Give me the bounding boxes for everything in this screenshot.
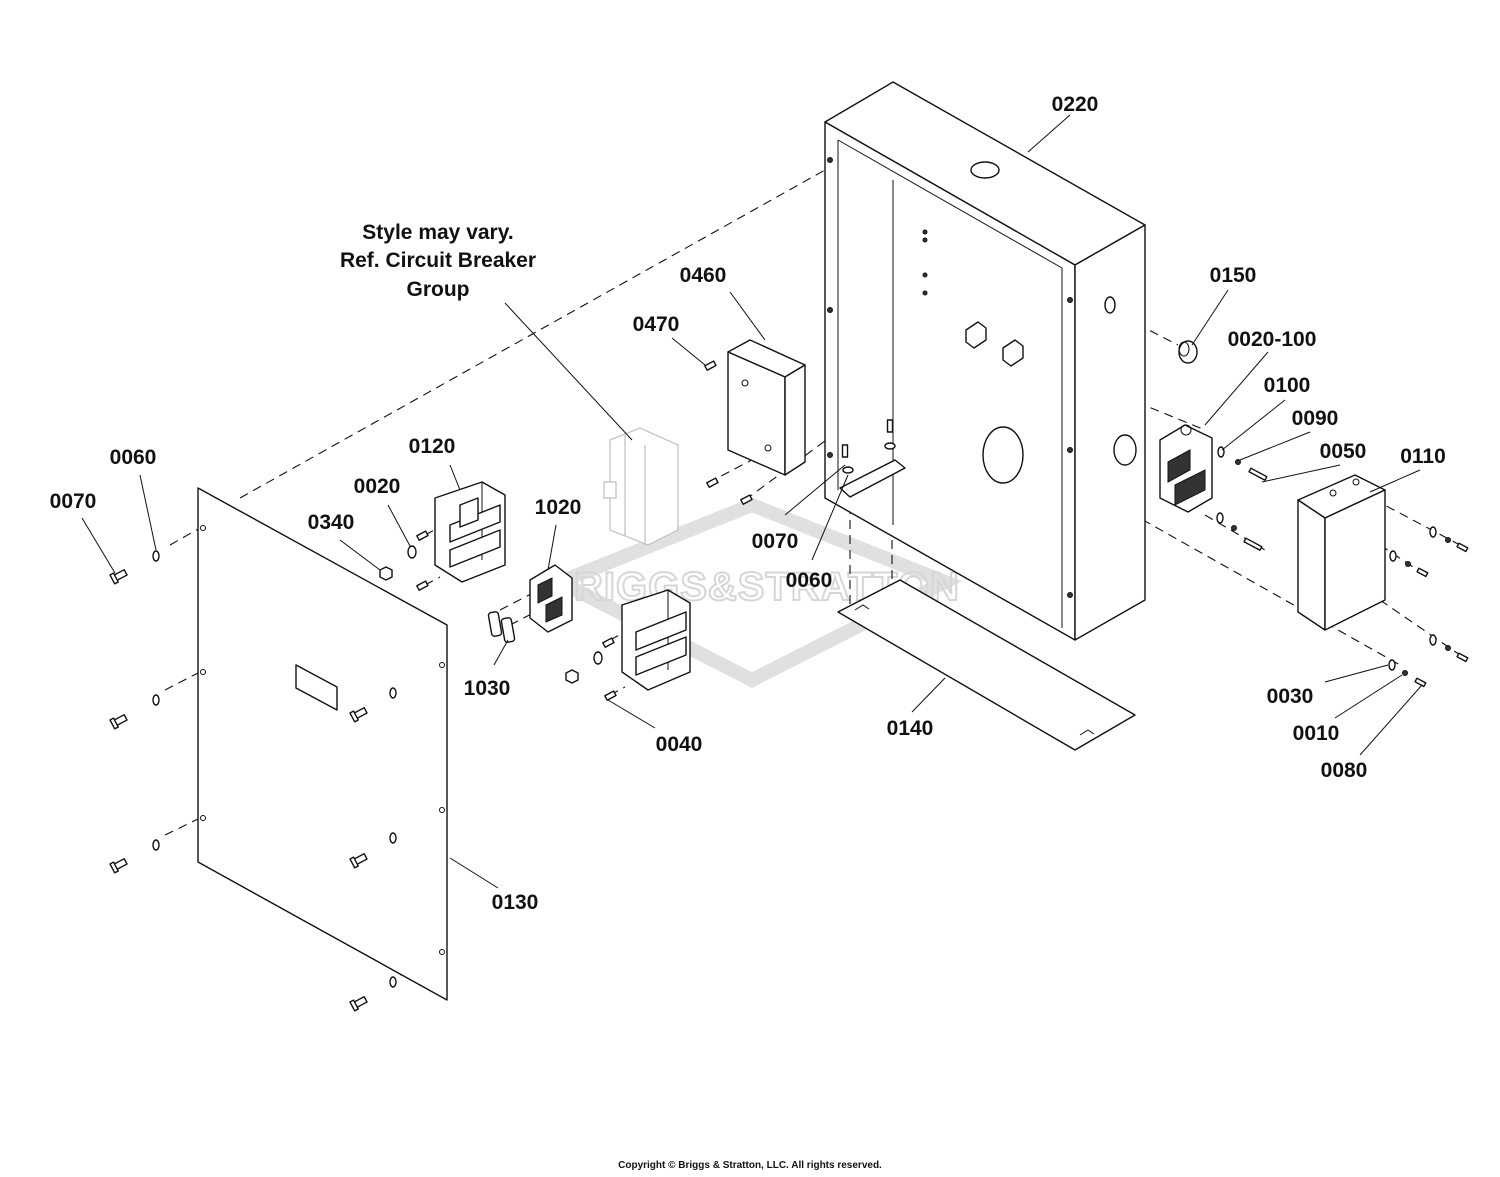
bracket-0460 <box>727 339 806 476</box>
mounting-holes <box>827 157 1073 598</box>
enclosure-0220 <box>824 81 1146 641</box>
callout-0020-100: 0020-100 <box>1228 328 1317 351</box>
callout-0080: 0080 <box>1321 759 1368 782</box>
cover-hardware <box>1388 526 1469 688</box>
circuit-breaker-ghost <box>603 427 679 546</box>
callout-0060-mid: 0060 <box>786 569 833 592</box>
mount-bracket <box>839 459 906 498</box>
callout-0050: 0050 <box>1320 440 1367 463</box>
callout-0040: 0040 <box>656 733 703 756</box>
callout-0220: 0220 <box>1052 93 1099 116</box>
lug-block-lower <box>565 589 691 701</box>
copyright-notice: Copyright © Briggs & Stratton, LLC. All … <box>618 1160 882 1171</box>
note-line-1: Style may vary. <box>362 221 513 244</box>
fuse-block-1020 <box>529 564 573 633</box>
knob-0150 <box>1178 340 1198 364</box>
front-panel-0130 <box>197 487 448 1001</box>
callout-0340: 0340 <box>308 511 355 534</box>
callout-0060-left: 0060 <box>110 446 157 469</box>
callout-1030: 1030 <box>464 677 511 700</box>
callout-0150: 0150 <box>1210 264 1257 287</box>
callout-0020: 0020 <box>354 475 401 498</box>
small-hardware-right <box>1216 446 1268 551</box>
style-note: Style may vary. Ref. Circuit Breaker Gro… <box>340 221 536 301</box>
callout-labels: 0220 0150 0020-100 0100 0090 0050 0110 0… <box>50 93 1446 914</box>
callout-0140: 0140 <box>887 717 934 740</box>
callout-0070-mid: 0070 <box>752 530 799 553</box>
note-line-2: Ref. Circuit Breaker <box>340 249 536 272</box>
bracket-screws <box>704 360 896 505</box>
control-module-0020-100 <box>1159 424 1213 513</box>
callout-0460: 0460 <box>680 264 727 287</box>
fuses-1030 <box>487 611 516 643</box>
callout-1020: 1020 <box>535 496 582 519</box>
panel-screws <box>109 550 397 1012</box>
note-line-3: Group <box>407 278 470 301</box>
lug-block-0120 <box>379 481 506 591</box>
callout-0090: 0090 <box>1292 407 1339 430</box>
leader-lines <box>81 114 1423 889</box>
callout-0130: 0130 <box>492 891 539 914</box>
floor-plate-0140 <box>837 579 1136 751</box>
callout-0110: 0110 <box>1400 445 1446 468</box>
callout-0100: 0100 <box>1264 374 1311 397</box>
callout-0120: 0120 <box>409 435 456 458</box>
callout-0070-left: 0070 <box>50 490 97 513</box>
cover-box-0110 <box>1297 474 1386 631</box>
callout-0030: 0030 <box>1267 685 1314 708</box>
callout-0010: 0010 <box>1293 722 1340 745</box>
callout-0470: 0470 <box>633 313 680 336</box>
